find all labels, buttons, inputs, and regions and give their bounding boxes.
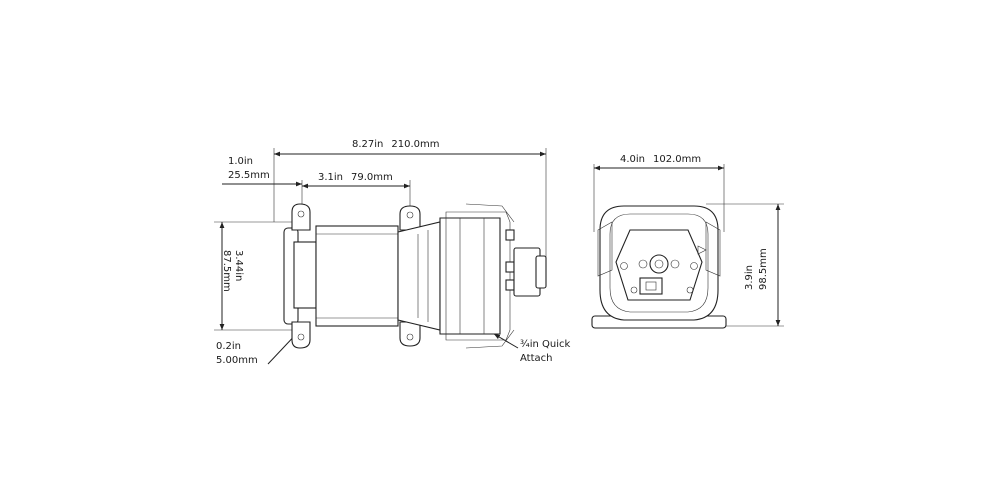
port-note-line1: ¾in Quick <box>520 339 570 350</box>
pump-side-outline <box>283 203 547 349</box>
front-height-label-mm: 98.5mm <box>758 248 769 290</box>
hole-diameter-label-mm: 5.00mm <box>216 355 258 366</box>
front-height-label-in: 3.9in <box>744 265 755 290</box>
pump-front-outline <box>591 205 727 329</box>
side-height-label-in: 3.44in <box>233 250 244 281</box>
hole-diameter-label-in: 0.2in <box>216 341 241 352</box>
motor-offset-label-mm: 25.5mm <box>228 170 270 181</box>
motor-offset-label-in: 1.0in <box>228 156 253 167</box>
side-height-label-mm: 87.5mm <box>221 250 232 292</box>
port-note-line2: Attach <box>520 353 552 364</box>
